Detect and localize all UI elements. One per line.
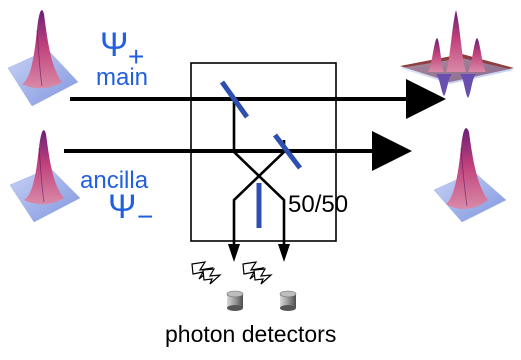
psi-plus-symbol: Ψ — [100, 26, 128, 64]
psi-minus-sign: − — [137, 201, 153, 232]
detectors-caption: photon detectors — [165, 321, 336, 347]
detector-icon — [226, 290, 244, 311]
output-pulse-main — [400, 10, 514, 98]
splitter-ancilla — [273, 133, 302, 170]
detector-arrows — [228, 244, 290, 262]
main-label: main — [96, 64, 148, 91]
detector-icon — [279, 290, 297, 311]
output-pulse-ancilla — [433, 128, 507, 223]
lightning-icon — [242, 261, 273, 285]
lightning-icon — [191, 261, 222, 285]
input-pulse-ancilla — [9, 130, 81, 223]
split-ratio-label: 50/50 — [288, 191, 348, 218]
splitter-main — [219, 80, 250, 119]
psi-minus-symbol: Ψ — [108, 188, 136, 226]
input-pulse-main — [7, 10, 79, 107]
ancilla-label: ancilla — [80, 167, 149, 194]
psi-plus-sign: + — [128, 41, 144, 72]
